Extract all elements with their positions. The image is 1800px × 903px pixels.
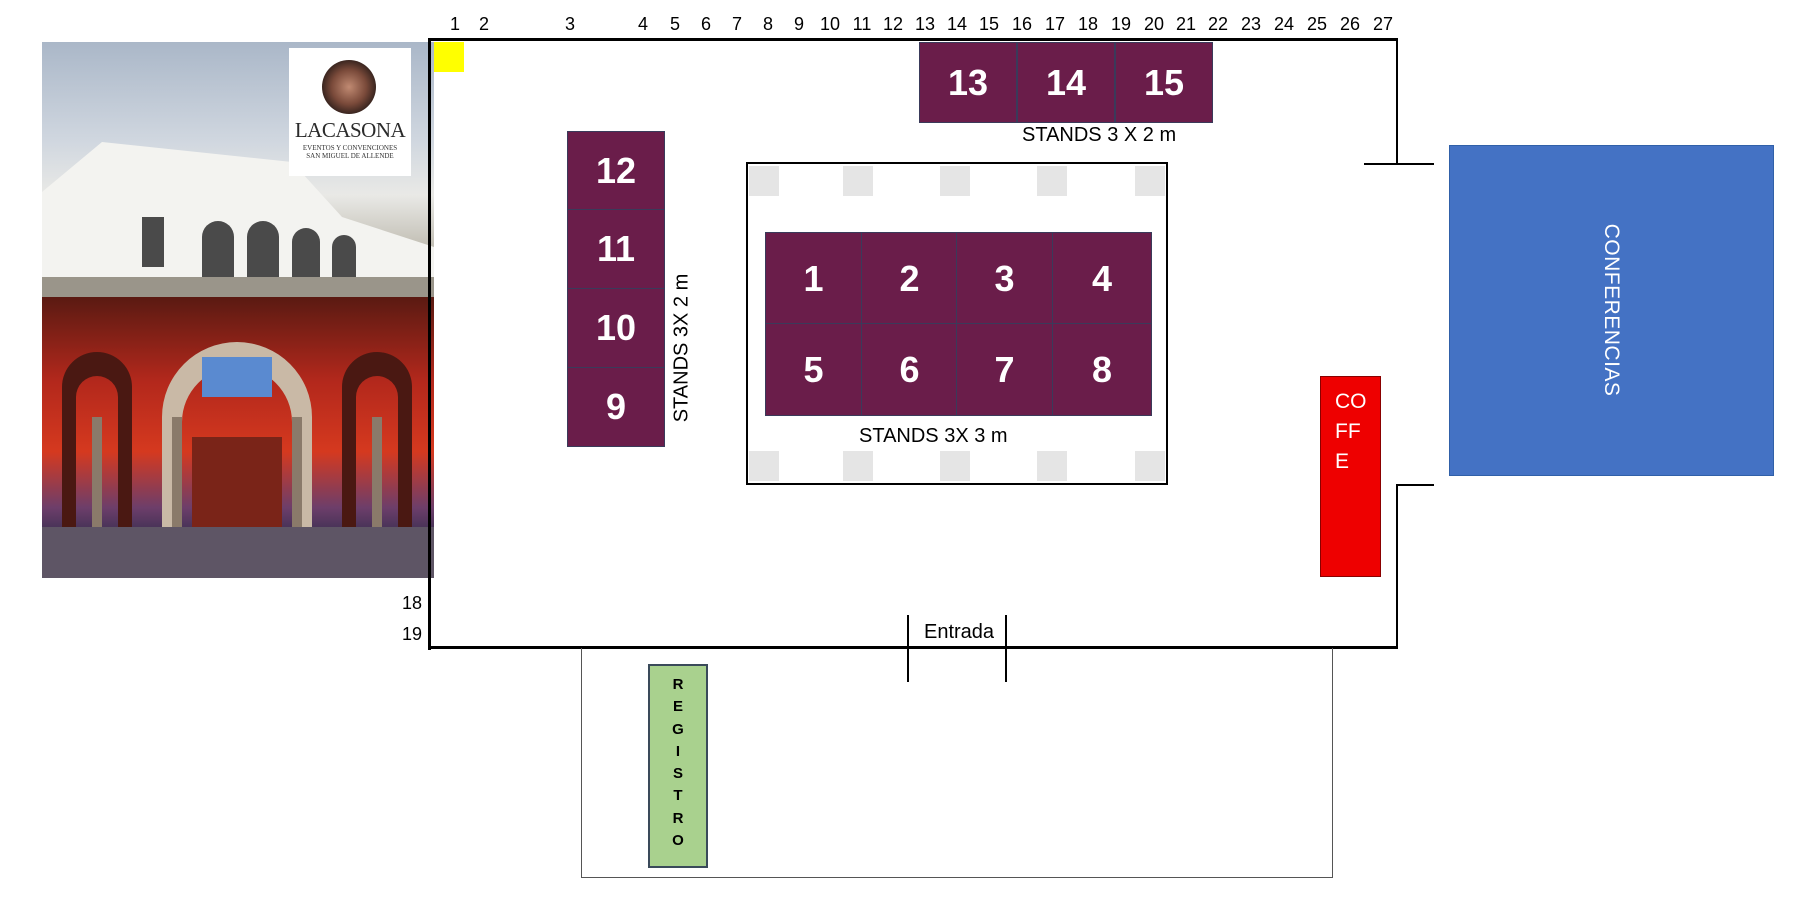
conferencias-room: [1449, 145, 1774, 476]
door-line-lower: [1396, 484, 1434, 486]
logo-subtitle-line1: EVENTOS Y CONVENCIONES: [302, 144, 398, 152]
stand: 15: [1115, 42, 1213, 123]
stand: 13: [919, 42, 1017, 123]
floor-pad: [1135, 451, 1165, 481]
coffee-label-line2: FF: [1335, 420, 1361, 443]
coffee-label-line3: E: [1335, 450, 1350, 473]
column-number: 23: [1240, 14, 1262, 34]
entrance-right-post: [1005, 615, 1007, 682]
registro-letter: T: [673, 787, 683, 805]
row-number: 18: [402, 593, 423, 613]
column-number: 22: [1207, 14, 1229, 34]
lobby-area: [581, 648, 1333, 878]
conferencias-label: CONFERENCIAS: [1600, 223, 1623, 397]
floor-pad: [1037, 166, 1067, 196]
column-number: 3: [564, 14, 575, 34]
column-number: 18: [1077, 14, 1099, 34]
door-line-upper: [1364, 163, 1434, 165]
column-number: 2: [478, 14, 489, 34]
registro-letter: G: [672, 720, 684, 738]
logo-subtitle-line2: SAN MIGUEL DE ALLENDE: [306, 152, 394, 160]
stand: 10: [567, 288, 665, 368]
stand: 12: [567, 131, 665, 211]
stand: 14: [1017, 42, 1115, 123]
registro-letter: R: [672, 676, 684, 693]
stand: 7: [956, 323, 1053, 416]
floor-pad: [749, 451, 779, 481]
column-number: 6: [700, 14, 711, 34]
stands-top-label: STANDS 3 X 2 m: [1022, 124, 1177, 146]
column-number: 1: [449, 14, 460, 34]
column-number: 25: [1306, 14, 1328, 34]
hall-right-wall-upper: [1396, 38, 1398, 164]
registro-letter: R: [672, 809, 684, 827]
registro-letter: O: [672, 832, 684, 850]
column-number: 27: [1372, 14, 1394, 34]
column-number: 8: [762, 14, 773, 34]
stand: 8: [1052, 323, 1152, 416]
stand: 1: [765, 232, 862, 325]
stands-center-label: STANDS 3X 3 m: [859, 425, 1008, 447]
arches-illustration: [42, 342, 434, 578]
stand: 4: [1052, 232, 1152, 325]
column-number: 20: [1143, 14, 1165, 34]
yellow-marker: [434, 42, 464, 72]
column-number: 14: [946, 14, 968, 34]
column-number: 4: [637, 14, 648, 34]
column-number: 15: [978, 14, 1000, 34]
medallion-icon: [322, 60, 376, 114]
registro-letter: S: [672, 765, 683, 783]
coffee-area: CO FF E: [1320, 376, 1381, 577]
lacasona-logo: LACASONA EVENTOS Y CONVENCIONES SAN MIGU…: [289, 48, 411, 176]
courtyard-photo: [42, 297, 434, 578]
venue-photos: LACASONA EVENTOS Y CONVENCIONES SAN MIGU…: [42, 42, 434, 578]
stands-left-label: STANDS 3X 2 m: [670, 273, 693, 423]
registro-letter: I: [675, 742, 681, 760]
column-number: 11: [852, 14, 872, 34]
entrance-label: Entrada: [924, 621, 995, 643]
column-number: 26: [1339, 14, 1361, 34]
hall-bottom-wall: [428, 646, 1398, 649]
floor-pad: [749, 166, 779, 196]
center-room: [746, 162, 1168, 485]
stand: 3: [956, 232, 1053, 325]
floor-pad: [940, 451, 970, 481]
floor-pad: [1037, 451, 1067, 481]
stand: 9: [567, 367, 665, 447]
coffee-label-line1: CO: [1335, 390, 1367, 413]
column-number: 17: [1044, 14, 1066, 34]
hall-top-wall: [428, 38, 1398, 41]
stand: 5: [765, 323, 862, 416]
stand: 6: [861, 323, 958, 416]
registro-letter: E: [672, 698, 683, 716]
column-number: 12: [882, 14, 904, 34]
column-number: 13: [914, 14, 936, 34]
hall-right-wall-lower: [1396, 484, 1398, 648]
floor-pad: [843, 166, 873, 196]
column-number: 16: [1011, 14, 1033, 34]
hall-left-wall: [428, 38, 431, 650]
column-number: 9: [793, 14, 804, 34]
logo-name: LACASONA: [294, 118, 406, 142]
column-number: 5: [669, 14, 680, 34]
logo-subtitle: EVENTOS Y CONVENCIONES SAN MIGUEL DE ALL…: [289, 144, 411, 160]
floor-pad: [1135, 166, 1165, 196]
entrance-left-post: [907, 615, 909, 682]
building-illustration: [42, 142, 434, 297]
column-number: 7: [731, 14, 742, 34]
floor-pad: [940, 166, 970, 196]
column-number: 10: [819, 14, 841, 34]
stand: 2: [861, 232, 958, 325]
column-number: 24: [1273, 14, 1295, 34]
row-number: 19: [402, 624, 423, 644]
stand: 11: [567, 209, 665, 289]
column-number: 21: [1175, 14, 1197, 34]
column-number: 19: [1110, 14, 1132, 34]
floor-pad: [843, 451, 873, 481]
exterior-photo: LACASONA EVENTOS Y CONVENCIONES SAN MIGU…: [42, 42, 434, 297]
